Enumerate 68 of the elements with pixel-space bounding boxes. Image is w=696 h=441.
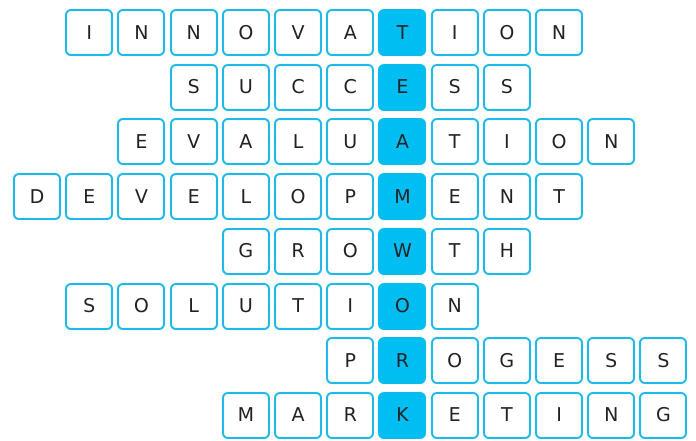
letter-tile: V (274, 9, 322, 56)
letter-tile: T (430, 228, 479, 275)
letter-tile: E (170, 173, 218, 220)
letter-tile: O (430, 337, 479, 384)
letter-tile: U (326, 118, 374, 166)
letter-tile: P (326, 337, 374, 384)
letter-tile: T (430, 118, 479, 166)
letter-tile: S (587, 337, 636, 384)
letter-tile: P (326, 173, 374, 220)
highlighted-letter-tile: M (378, 173, 426, 220)
letter-tile: R (274, 228, 322, 275)
letter-tile: H (482, 228, 531, 275)
letter-tile: E (430, 173, 479, 220)
letter-tile: O (326, 228, 374, 275)
letter-tile: D (13, 173, 61, 220)
letter-tile: A (222, 118, 270, 166)
letter-tile: N (482, 173, 531, 220)
letter-tile: U (222, 282, 270, 330)
letter-tile: N (587, 118, 636, 166)
letter-tile: N (170, 9, 218, 56)
letter-tile: O (222, 9, 270, 56)
letter-tile: I (65, 9, 114, 56)
letter-tile: S (170, 64, 218, 111)
letter-tile: T (535, 173, 583, 220)
letter-tile: V (170, 118, 218, 166)
letter-tile: M (222, 392, 270, 439)
letter-tile: S (65, 282, 114, 330)
letter-tile: E (535, 337, 583, 384)
letter-tile: A (326, 9, 374, 56)
highlighted-letter-tile: O (378, 282, 426, 330)
letter-tile: I (535, 392, 583, 439)
letter-tile: N (587, 392, 636, 439)
letter-tile: G (639, 392, 688, 439)
letter-tile: S (430, 64, 479, 111)
letter-tile: E (430, 392, 479, 439)
letter-tile: L (222, 173, 270, 220)
highlighted-letter-tile: K (378, 392, 426, 439)
highlighted-letter-tile: E (378, 64, 426, 111)
letter-tile: I (430, 9, 479, 56)
highlighted-letter-tile: R (378, 337, 426, 384)
letter-tile: I (482, 118, 531, 166)
letter-tile: O (535, 118, 583, 166)
letter-tile: G (482, 337, 531, 384)
letter-tile: E (117, 118, 166, 166)
letter-tile: U (222, 64, 270, 111)
highlighted-letter-tile: T (378, 9, 426, 56)
letter-tile: L (170, 282, 218, 330)
letter-tile: L (274, 118, 322, 166)
letter-tile: O (274, 173, 322, 220)
highlighted-letter-tile: A (378, 118, 426, 166)
highlighted-letter-tile: W (378, 228, 426, 275)
letter-tile: C (274, 64, 322, 111)
letter-tile: A (274, 392, 322, 439)
letter-tile: N (535, 9, 583, 56)
letter-tile: G (222, 228, 270, 275)
letter-tile: R (326, 392, 374, 439)
letter-tile: O (117, 282, 166, 330)
letter-tile: I (326, 282, 374, 330)
letter-tile: T (274, 282, 322, 330)
letter-tile: V (117, 173, 166, 220)
letter-tile: O (482, 9, 531, 56)
letter-tile: N (117, 9, 166, 56)
letter-tile: S (639, 337, 688, 384)
letter-tile: T (482, 392, 531, 439)
letter-tile: S (482, 64, 531, 111)
letter-tile: E (65, 173, 114, 220)
letter-tile: C (326, 64, 374, 111)
letter-tile: N (430, 282, 479, 330)
